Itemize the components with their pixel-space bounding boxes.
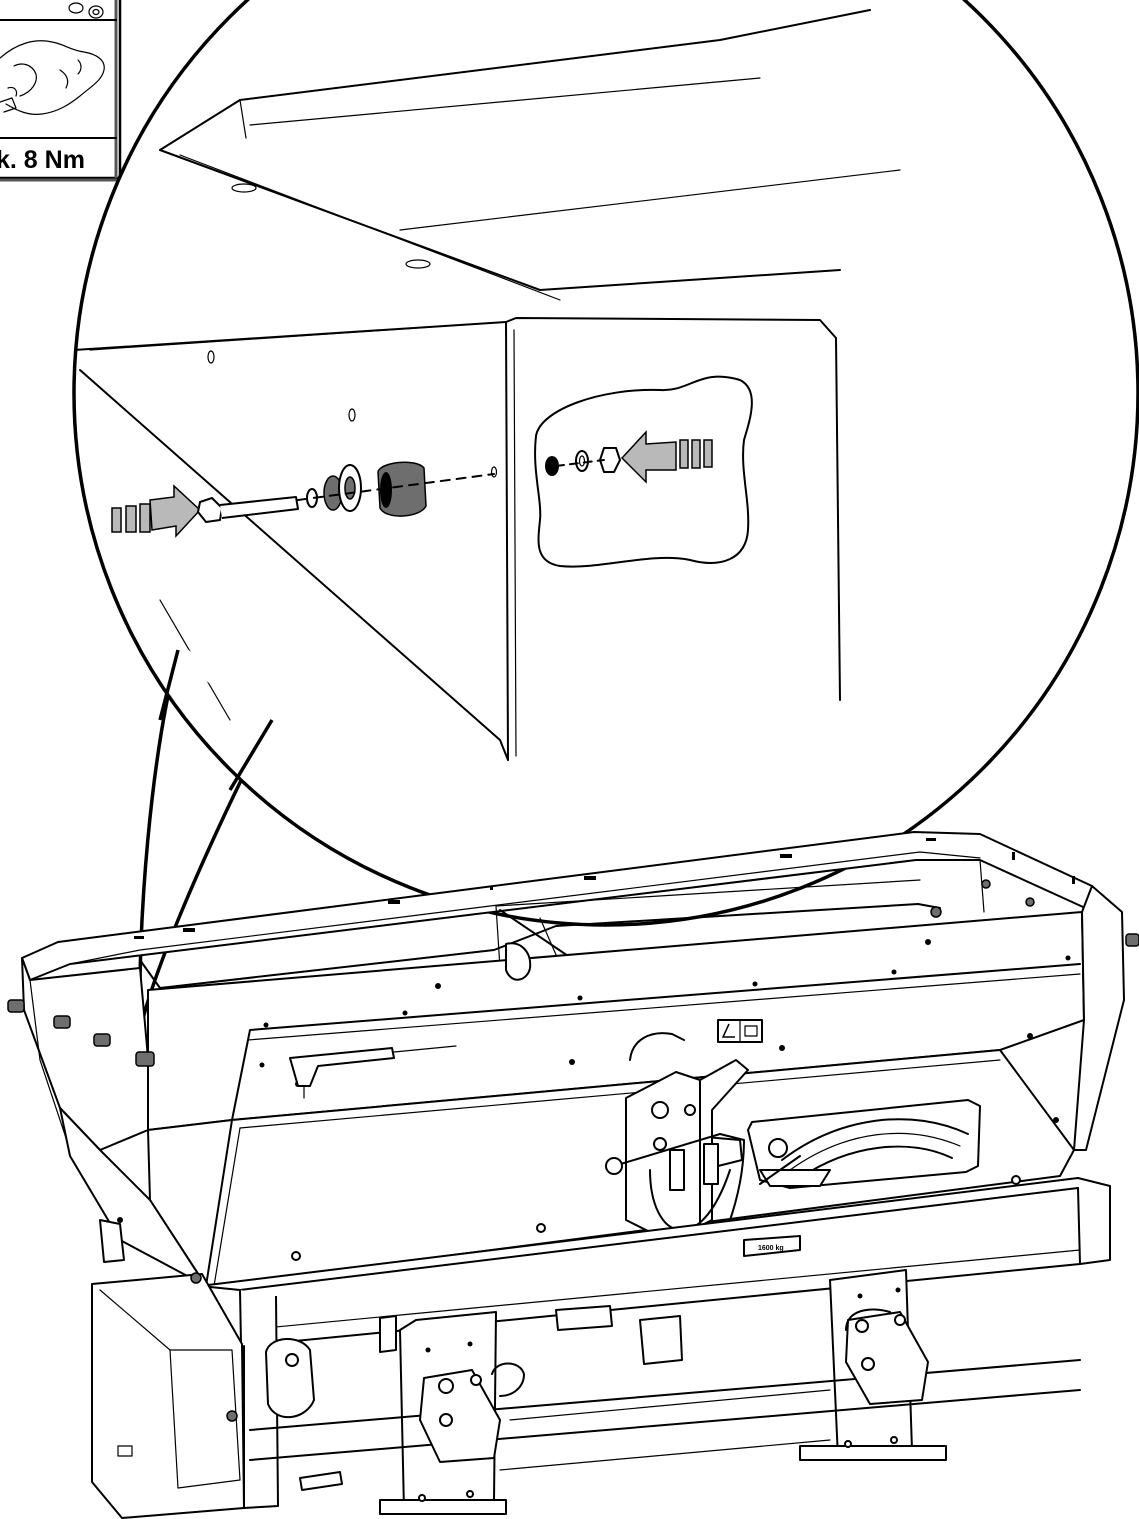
hand-tightening-icon <box>0 40 105 115</box>
disc-mount-gearbox-side <box>265 1337 343 1491</box>
zoom-detail-view <box>72 0 1139 927</box>
warning-decal <box>717 1019 763 1043</box>
disc-mount-right <box>845 1308 929 1405</box>
gearbox-housing <box>91 1219 245 1519</box>
rubber-bumpers <box>7 879 1139 1067</box>
nut-washer-icon <box>68 2 104 19</box>
rim-slots <box>134 838 1075 939</box>
bolt-assembly-right-cutaway <box>534 375 753 568</box>
level-gauge <box>289 1045 457 1099</box>
bolt-assembly-left <box>111 461 495 538</box>
disc-mount-left <box>419 1362 525 1463</box>
insert-arrow-icon <box>111 484 202 538</box>
warning-triangle-icon <box>721 1023 735 1038</box>
frame-bolts <box>190 1175 1021 1502</box>
control-linkage <box>605 1032 749 1301</box>
weight-plate: 1600 kg <box>743 1235 801 1257</box>
torque-label: k. 8 Nm <box>0 146 85 174</box>
spreader-machine: 1600 kg <box>7 831 1139 1519</box>
insert-arrow-icon <box>620 430 713 484</box>
torque-callout-box: k. 8 Nm <box>0 0 122 182</box>
svg-text:1600 kg: 1600 kg <box>758 1245 784 1252</box>
